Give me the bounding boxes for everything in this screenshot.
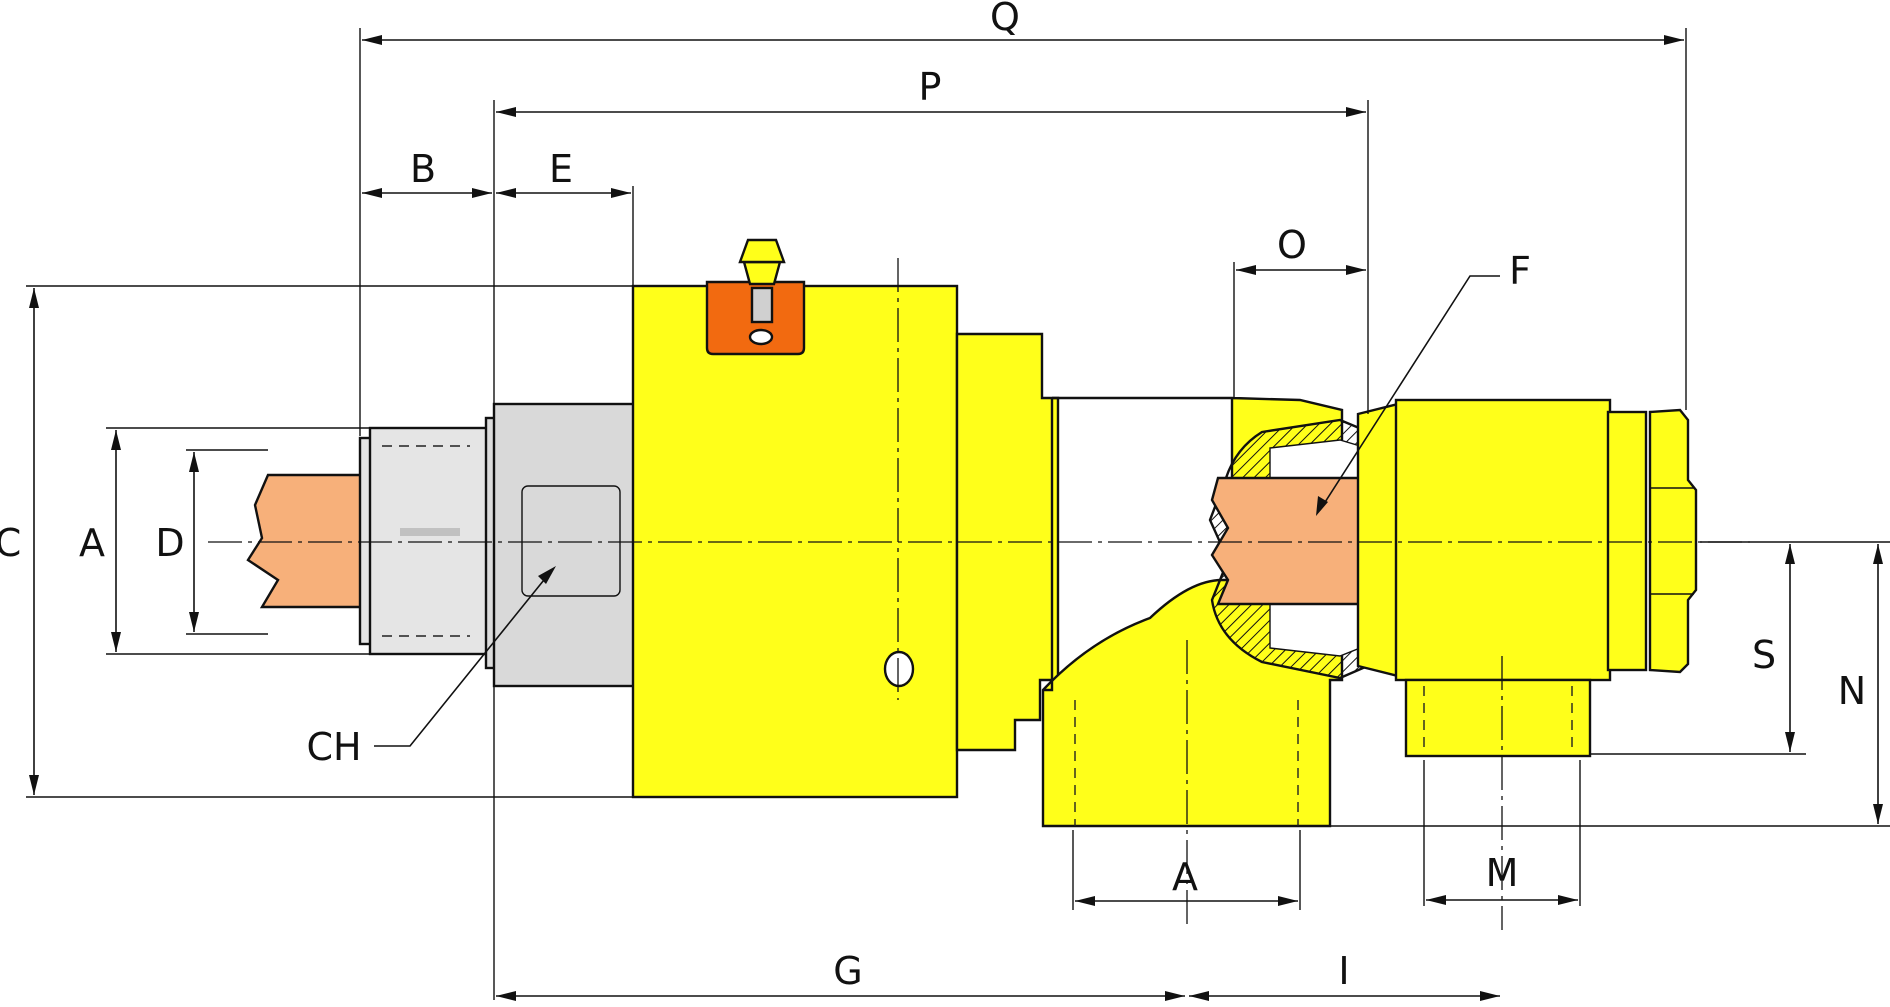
hex-nut-face xyxy=(521,485,621,597)
hex-nut xyxy=(492,402,636,688)
outlet-port xyxy=(1404,678,1592,758)
housing-step xyxy=(955,332,1060,752)
label-M: M xyxy=(1486,851,1519,895)
threaded-adapter-body xyxy=(368,426,490,656)
outlet-collar xyxy=(1356,402,1400,678)
inlet-pipe xyxy=(246,473,364,609)
label-A-bottom: A xyxy=(1172,855,1198,899)
label-F: F xyxy=(1509,249,1531,293)
label-A-left: A xyxy=(79,521,105,565)
label-N: N xyxy=(1838,669,1866,713)
label-CH: CH xyxy=(306,725,361,769)
label-O: O xyxy=(1277,223,1307,267)
label-G: G xyxy=(833,949,862,993)
label-P: P xyxy=(919,65,942,109)
housing-port-hole xyxy=(883,650,915,688)
outlet-body xyxy=(1394,398,1612,682)
label-S: S xyxy=(1752,633,1776,677)
label-Q: Q xyxy=(990,0,1020,39)
inner-pipe xyxy=(1210,476,1380,606)
label-C: C xyxy=(0,521,21,565)
grease-nipple-stem xyxy=(750,286,774,324)
locking-nut xyxy=(1648,408,1698,674)
label-I: I xyxy=(1338,949,1349,993)
end-flange xyxy=(1606,410,1648,672)
label-B: B xyxy=(410,147,436,191)
grease-nipple xyxy=(742,260,782,286)
label-E: E xyxy=(549,147,573,191)
label-D: D xyxy=(155,521,184,565)
